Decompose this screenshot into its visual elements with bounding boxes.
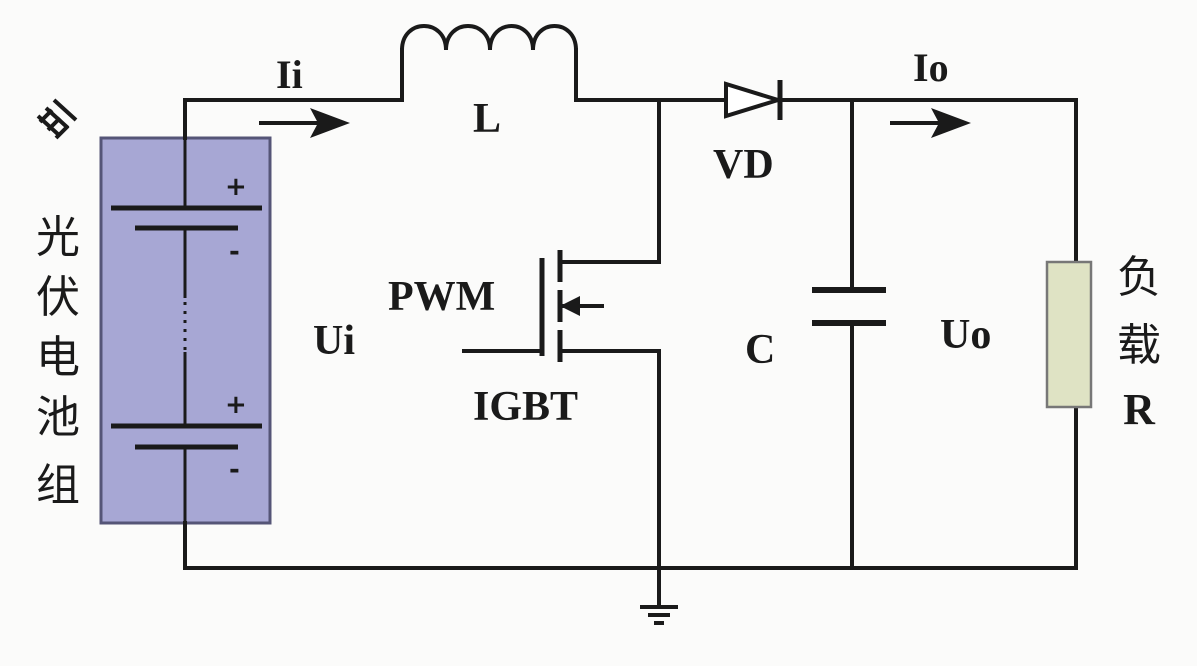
top-wire-left (183, 48, 404, 140)
label-capacitor: C (745, 327, 775, 373)
wires (183, 24, 1078, 607)
top-wire-mid (574, 48, 728, 102)
igbt-emitter-wire (558, 349, 661, 607)
bottom-return-wire (183, 521, 1078, 570)
label-output-voltage: Uo (940, 312, 991, 358)
pv-cell-2-minus-sign: - (229, 455, 240, 485)
igbt-collector-wire (558, 98, 661, 264)
label-igbt: IGBT (473, 384, 578, 430)
pv-label-char-1: 光 (36, 212, 80, 263)
label-input-current: Ii (276, 52, 303, 97)
current-arrow-io (890, 108, 971, 138)
label-inductor: L (473, 96, 501, 142)
inductor-coils (399, 24, 579, 53)
current-arrow-ii (259, 108, 350, 138)
label-output-current: Io (913, 45, 949, 90)
pv-label-char-4: 池 (36, 392, 80, 443)
label-diode: VD (713, 142, 774, 188)
sunlight-rays-icon (36, 98, 78, 140)
pv-label-char-3: 电 (36, 332, 80, 383)
pv-label-char-5: 组 (36, 460, 80, 511)
label-load-char-1: 负 (1117, 252, 1161, 303)
pv-cell-1-plus-sign: + (225, 172, 247, 202)
top-wire-right (780, 98, 1078, 264)
load-resistor (1045, 260, 1093, 409)
label-resistor: R (1123, 385, 1156, 434)
pv-cell-2-plus-sign: + (225, 390, 247, 420)
label-load-char-2: 载 (1117, 320, 1161, 371)
diode-vd (724, 80, 785, 120)
label-pwm: PWM (388, 274, 495, 320)
ground-icon (640, 605, 678, 625)
pv-cell-1-minus-sign: - (229, 237, 240, 267)
igbt-transistor (539, 250, 604, 362)
label-input-voltage: Ui (313, 318, 355, 364)
pv-label-char-2: 伏 (36, 272, 80, 323)
